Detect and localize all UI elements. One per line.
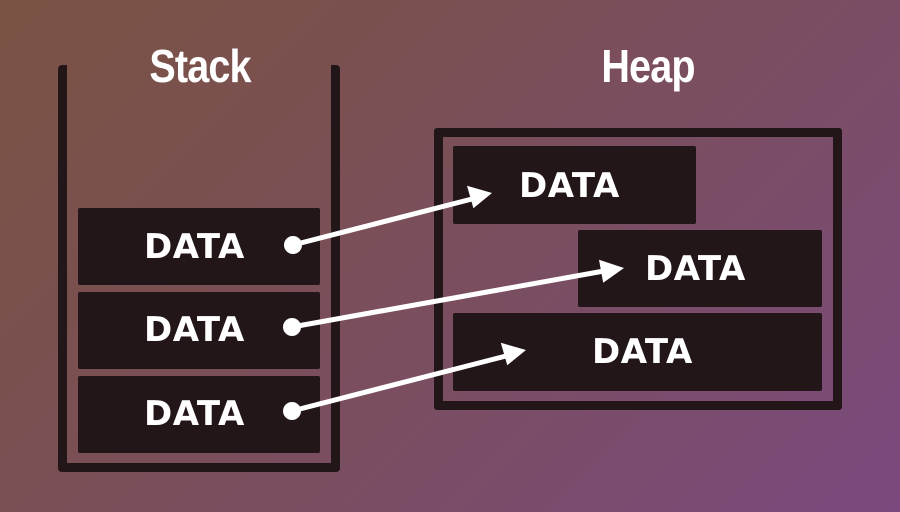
stack-block-label: DATA	[144, 310, 245, 350]
heap-title: Heap	[601, 40, 695, 92]
stack-block	[78, 208, 320, 285]
pointer-origin-dot	[283, 318, 301, 336]
pointer-arrow	[284, 185, 492, 254]
stack-block	[78, 292, 320, 369]
heap-block	[453, 146, 696, 224]
stack-block-label: DATA	[144, 227, 245, 267]
stack-block	[78, 376, 320, 453]
pointer-origin-dot	[283, 402, 301, 420]
pointer-origin-dot	[284, 236, 302, 254]
heap-block-label: DATA	[592, 332, 693, 372]
stack-block-label: DATA	[144, 394, 245, 434]
pointer-arrow	[283, 342, 526, 420]
heap-block-label: DATA	[645, 249, 746, 289]
pointer-arrow	[283, 259, 624, 336]
heap-block-label: DATA	[519, 166, 620, 206]
stack-title: Stack	[149, 40, 251, 92]
heap-container	[434, 128, 842, 410]
stack-container	[58, 65, 340, 472]
